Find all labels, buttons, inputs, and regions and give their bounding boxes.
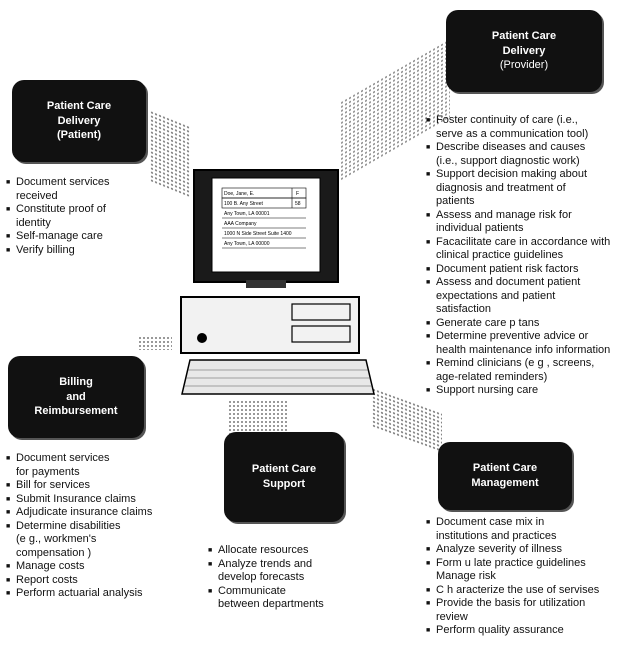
billing-box-line3: Reimbursement	[34, 405, 118, 418]
screen-company: AAA Company	[224, 221, 257, 227]
list-item: Bill for services	[6, 479, 196, 493]
list-item: Document services for payments	[6, 452, 196, 479]
billing-box-line1: Billing	[59, 375, 93, 388]
list-item: Communicate between departments	[208, 585, 378, 612]
patient-items-list: Document services received Constitute pr…	[6, 176, 186, 257]
list-item: Perform actuarial analysis	[6, 587, 196, 601]
patient-care-management-box: Patient Care Management	[438, 442, 572, 510]
keyboard-icon	[181, 359, 375, 395]
computer-case-icon	[180, 296, 360, 354]
provider-box-line3: (Provider)	[499, 59, 549, 72]
list-item: Provide the basis for utilization review	[426, 597, 638, 624]
list-item: Verify billing	[6, 244, 186, 258]
list-item: Determine disabilities (e g., workmen's …	[6, 520, 196, 561]
list-item: Submit Insurance claims	[6, 493, 196, 507]
screen-address: 100 B. Any Street	[224, 201, 264, 207]
management-items-list: Document case mix in institutions and pr…	[426, 516, 638, 638]
list-item: Facacilitate care in accordance with cli…	[426, 236, 638, 263]
screen-city: Any Town, LA 00001	[224, 211, 270, 217]
list-item: Analyze severity of illness	[426, 543, 638, 557]
list-item: Assess and document patient expectations…	[426, 276, 638, 317]
connector-support	[228, 400, 288, 436]
billing-reimbursement-box: Billing and Reimbursement	[8, 356, 144, 438]
management-box-line1: Patient Care	[472, 462, 538, 475]
patient-care-delivery-patient-box: Patient Care Delivery (Patient)	[12, 80, 146, 162]
screen-company-city: Any Town, LA 00000	[224, 241, 270, 247]
provider-items-list: Foster continuity of care (i.e., serve a…	[426, 114, 638, 398]
support-items-list: Allocate resources Analyze trends and de…	[208, 544, 378, 612]
list-item: Adjudicate insurance claims	[6, 506, 196, 520]
computer-monitor-icon: Doe, Jane, E. F 100 B. Any Street 58 Any…	[193, 169, 339, 288]
list-item: Foster continuity of care (i.e., serve a…	[426, 114, 638, 141]
patient-care-support-box: Patient Care Support	[224, 432, 344, 522]
provider-box-line1: Patient Care	[491, 29, 557, 42]
support-box-line2: Support	[262, 478, 306, 490]
list-item: Allocate resources	[208, 544, 378, 558]
list-item: Perform quality assurance	[426, 624, 638, 638]
connector-billing	[138, 336, 172, 350]
screen-sex: F	[296, 191, 299, 197]
list-item: Support decision making about diagnosis …	[426, 168, 638, 209]
screen-name: Doe, Jane, E.	[224, 191, 254, 197]
patient-box-line1: Patient Care	[46, 99, 112, 112]
list-item: Document case mix in institutions and pr…	[426, 516, 638, 543]
screen-age: 58	[295, 201, 301, 207]
billing-box-line2: and	[66, 390, 86, 403]
list-item: Constitute proof of identity	[6, 203, 186, 230]
list-item: Document patient risk factors	[426, 263, 638, 277]
list-item: C h aracterize the use of servises	[426, 584, 638, 598]
list-item: Assess and manage risk for individual pa…	[426, 209, 638, 236]
support-box-line1: Patient Care	[251, 463, 317, 476]
billing-items-list: Document services for payments Bill for …	[6, 452, 196, 601]
list-item: Remind clinicians (e g , screens, age-re…	[426, 357, 638, 384]
list-item: Document services received	[6, 176, 186, 203]
list-item: Generate care p tans	[426, 317, 638, 331]
management-box-line2: Management	[471, 477, 539, 489]
patient-box-line2: Delivery	[57, 114, 101, 127]
list-item: Report costs	[6, 574, 196, 588]
list-item: Self-manage care	[6, 230, 186, 244]
patient-record-form: Doe, Jane, E. F 100 B. Any Street 58 Any…	[221, 187, 307, 249]
screen-company-address: 1000 N Side Street Suite 1400	[224, 231, 292, 237]
list-item: Analyze trends and develop forecasts	[208, 558, 378, 585]
patient-box-line3: (Patient)	[56, 129, 101, 142]
list-item: Determine preventive advice or health ma…	[426, 330, 638, 357]
list-item: Manage costs	[6, 560, 196, 574]
list-item: Form u late practice guidelines Manage r…	[426, 557, 638, 584]
patient-care-delivery-provider-box: Patient Care Delivery (Provider)	[446, 10, 602, 92]
provider-box-line2: Delivery	[502, 44, 546, 57]
list-item: Support nursing care	[426, 384, 638, 398]
list-item: Describe diseases and causes (i.e., supp…	[426, 141, 638, 168]
